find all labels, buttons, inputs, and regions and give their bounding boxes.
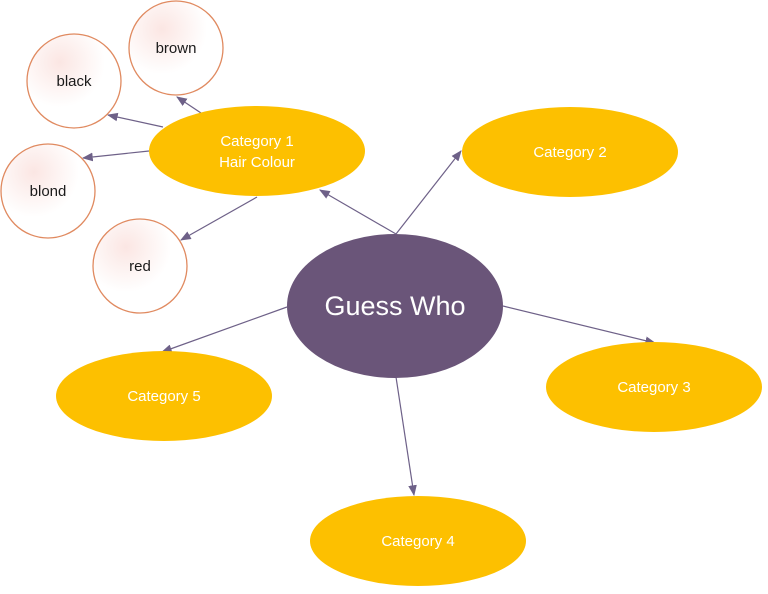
edge-center-cat3 bbox=[502, 305, 657, 345]
leaf-red: red bbox=[92, 218, 188, 314]
category-label: Category 5 bbox=[127, 388, 200, 405]
category-1-node: Category 1 Hair Colour bbox=[149, 106, 365, 196]
category-label: Category 3 bbox=[617, 379, 690, 396]
category-5-node: Category 5 bbox=[56, 351, 272, 441]
category-label: Category 2 bbox=[533, 144, 606, 161]
edge-cat1-brown bbox=[176, 96, 202, 114]
edge-cat1-red bbox=[180, 196, 258, 241]
category-4-node: Category 4 bbox=[310, 496, 526, 586]
edge-center-cat5 bbox=[160, 306, 288, 353]
category-label: Category 4 bbox=[381, 533, 454, 550]
edge-center-cat2 bbox=[395, 150, 462, 235]
leaf-label: brown bbox=[156, 40, 197, 57]
leaf-brown: brown bbox=[128, 0, 224, 96]
category-sublabel: Hair Colour bbox=[219, 154, 295, 171]
category-2-node: Category 2 bbox=[462, 107, 678, 197]
leaf-label: black bbox=[56, 73, 92, 90]
category-3-node: Category 3 bbox=[546, 342, 762, 432]
center-node: Guess Who bbox=[287, 234, 503, 378]
edge-center-cat1 bbox=[319, 189, 397, 235]
leaf-label: red bbox=[129, 258, 151, 275]
leaf-label: blond bbox=[30, 183, 67, 200]
edge-cat1-black bbox=[106, 112, 164, 128]
category-label: Category 1 bbox=[220, 133, 293, 150]
leaf-blond: blond bbox=[0, 143, 96, 239]
leaf-black: black bbox=[26, 33, 122, 129]
edge-cat1-blond bbox=[81, 150, 150, 162]
edge-center-cat4 bbox=[395, 376, 417, 497]
center-label: Guess Who bbox=[324, 291, 465, 321]
